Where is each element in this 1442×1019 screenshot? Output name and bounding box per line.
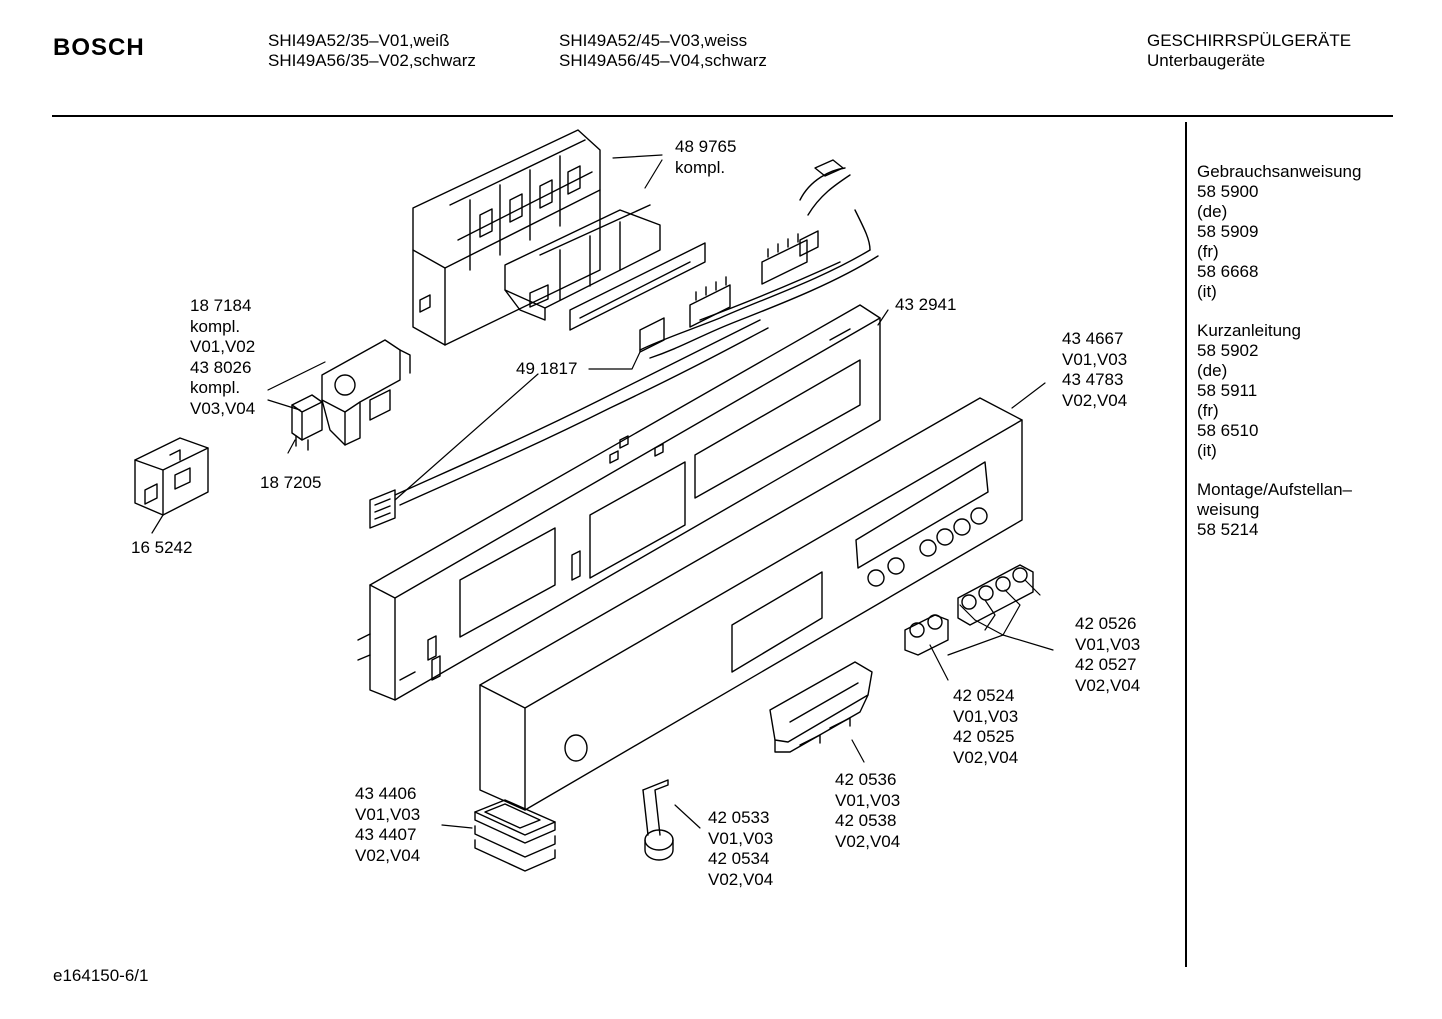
part-variant: V01,V03 [1075,634,1141,654]
part-variant: V02,V04 [953,747,1019,767]
doc-number: 58 6668 [1197,262,1259,281]
part-number: 43 2941 [895,295,957,314]
part-note: kompl. [190,378,241,397]
panel-frame [357,304,881,701]
cable-harness [369,159,879,529]
part-variant: V01,V03 [355,804,421,824]
category-line: Unterbaugeräte [1147,51,1266,70]
part-label-420526: 42 0526 V01,V03 42 0527 V02,V04 [1075,614,1140,696]
part-number: 18 7184 [190,296,252,315]
model-line: SHI49A52/35–V01,weiß [268,31,450,50]
part-variant: V01,V02 [190,337,256,356]
lever [642,779,674,861]
part-variant: V01,V03 [708,828,774,848]
part-number: 42 0525 [953,727,1015,746]
doc-number: 58 5902 [1197,341,1259,360]
part-number: 42 0526 [1075,614,1137,633]
part-number: 42 0538 [835,811,897,830]
part-number: 42 0534 [708,849,770,868]
part-variant: V02,V04 [1075,675,1141,695]
part-variant: V03,V04 [190,398,256,418]
part-label-432941: 43 2941 [895,295,956,316]
capacitor [291,394,323,451]
part-variant: V01,V03 [1062,349,1128,369]
part-number: 43 4406 [355,784,417,803]
part-note: kompl. [190,316,241,336]
model-line: SHI49A56/45–V04,schwarz [559,51,767,70]
brand-logo: BOSCH [53,34,145,61]
doc-number: 58 5900 [1197,182,1259,201]
doc-number: 58 5214 [1197,520,1259,539]
part-note: kompl. [675,157,726,177]
sidebar-divider [1185,122,1187,967]
doc-language: (de) [1197,202,1228,221]
doc-title: Kurzanleitung [1197,321,1301,340]
doc-number: 58 6510 [1197,421,1259,440]
category-line: GESCHIRRSPÜLGERÄTE [1147,31,1352,50]
doc-language: (it) [1197,441,1217,460]
model-list-2: SHI49A52/45–V03,weiss SHI49A56/45–V04,sc… [559,31,767,71]
part-variant: V02,V04 [835,831,901,851]
part-label-420524: 42 0524 V01,V03 42 0525 V02,V04 [953,686,1018,768]
doc-title: Gebrauchsanweisung [1197,162,1362,181]
part-number: 43 4407 [355,825,417,844]
part-number: 42 0533 [708,808,770,827]
model-line: SHI49A56/35–V02,schwarz [268,51,476,70]
part-variant: V02,V04 [1062,390,1128,410]
part-variant: V01,V03 [953,706,1019,726]
doc-language: (de) [1197,361,1228,380]
leader-lines [151,154,1054,829]
doc-language: (fr) [1197,401,1219,420]
doc-language: (it) [1197,282,1217,301]
doc-number: 58 5911 [1197,381,1258,400]
part-label-420536: 42 0536 V01,V03 42 0538 V02,V04 [835,770,900,852]
doc-number: 58 5909 [1197,222,1259,241]
button-blocks [904,564,1034,656]
part-label-434667: 43 4667 V01,V03 43 4783 V02,V04 [1062,329,1127,411]
control-module [412,129,661,346]
part-variant: V01,V03 [835,790,901,810]
part-label-187184: 18 7184 kompl. V01,V02 43 8026 kompl. V0… [190,296,255,419]
front-cover [479,397,1023,811]
part-number: 42 0527 [1075,655,1137,674]
header-divider [52,115,1393,117]
main-switch [321,339,411,446]
doc-title: Montage/Aufstellan– [1197,480,1352,499]
category-title: GESCHIRRSPÜLGERÄTE Unterbaugeräte [1147,31,1351,71]
model-list-1: SHI49A52/35–V01,weiß SHI49A56/35–V02,sch… [268,31,476,71]
part-label-489765: 48 9765 kompl. [675,137,736,178]
part-number: 42 0536 [835,770,897,789]
insulation-strips [474,799,556,872]
part-variant: V02,V04 [708,869,774,889]
part-label-491817: 49 1817 [516,359,577,380]
doc-title: weisung [1197,500,1260,519]
door-handle [769,661,873,753]
part-label-420533: 42 0533 V01,V03 42 0534 V02,V04 [708,808,773,890]
part-number: 43 4667 [1062,329,1124,348]
part-number: 43 8026 [190,357,252,377]
part-label-434406: 43 4406 V01,V03 43 4407 V02,V04 [355,784,420,866]
part-number: 18 7205 [260,473,322,492]
part-number: 48 9765 [675,137,737,156]
model-line: SHI49A52/45–V03,weiss [559,31,748,50]
part-number: 49 1817 [516,359,578,378]
relay [134,437,209,516]
part-variant: V02,V04 [355,845,421,865]
part-number: 16 5242 [131,538,193,557]
drawing-code: e164150-6/1 [53,966,149,985]
doc-language: (fr) [1197,242,1219,261]
part-number: 43 4783 [1062,370,1124,389]
document-list: Gebrauchsanweisung 58 5900 (de) 58 5909 … [1197,162,1361,540]
part-label-165242: 16 5242 [131,538,192,559]
part-number: 42 0524 [953,686,1015,705]
part-label-187205: 18 7205 [260,473,321,494]
